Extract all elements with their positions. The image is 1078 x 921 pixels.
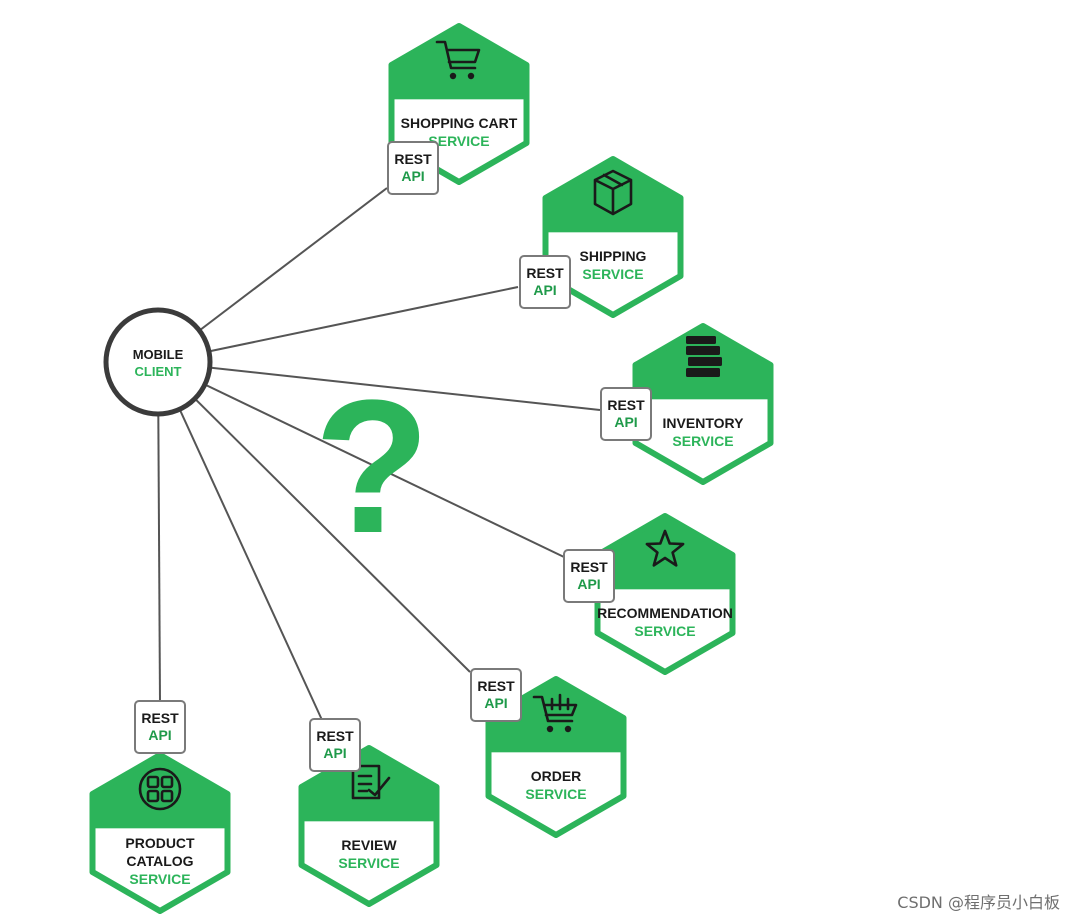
rest-api-badges: RESTAPIRESTAPIRESTAPIRESTAPIRESTAPIRESTA… (134, 141, 652, 772)
service-product-catalog: PRODUCT CATALOG SERVICE (89, 752, 231, 914)
connector-line-product-catalog (157, 361, 161, 704)
badge-box (563, 549, 615, 603)
shopping-cart-icon (435, 40, 481, 80)
catalog-grid-icon (138, 767, 182, 811)
badge-rest-label: REST (607, 397, 645, 413)
badge-box (600, 387, 652, 441)
mobile-client: MOBILE CLIENT (103, 307, 213, 417)
badge-api-label: API (577, 576, 600, 592)
connector-lines (157, 187, 601, 721)
badge-box (309, 718, 361, 772)
watermark: CSDN @程序员小白板 (897, 893, 1060, 912)
service-name: PRODUCT (125, 835, 195, 851)
connector-line-inventory (157, 361, 601, 411)
hexagon-outline (89, 752, 231, 914)
hexagon-outline (388, 23, 530, 185)
service-type-label: SERVICE (129, 871, 190, 887)
connector-line-order (157, 361, 471, 673)
badge-rest-label: REST (570, 559, 608, 575)
badge-api-label: API (401, 168, 424, 184)
service-type-label: SERVICE (338, 855, 399, 871)
service-name: RECOMMENDATION (597, 605, 733, 621)
connector-line-review (157, 361, 323, 721)
service-review: REVIEW SERVICE (298, 745, 440, 907)
badge-rest-label: REST (316, 728, 354, 744)
badge-rest-label: REST (394, 151, 432, 167)
badge-box (470, 668, 522, 722)
service-hexagons: SHOPPING CART SERVICE SHIPPING SERVICE INVEN… (89, 23, 774, 914)
star-icon (645, 529, 685, 567)
hexagon-outline (632, 323, 774, 485)
connector-line-recommendation (157, 361, 565, 558)
cart-with-items-icon (532, 693, 578, 733)
service-type-label: SERVICE (582, 266, 643, 282)
badge-api-label: API (148, 727, 171, 743)
client-label-line2: CLIENT (135, 364, 182, 379)
badge-rest-label: REST (526, 265, 564, 281)
review-document-icon (351, 764, 391, 800)
badge-api-label: API (323, 745, 346, 761)
badge-box (134, 700, 186, 754)
hexagon-outline (298, 745, 440, 907)
badge-box (387, 141, 439, 195)
question-mark-layer: ? (314, 361, 430, 573)
service-type-label: SERVICE (634, 623, 695, 639)
service-name: ORDER (531, 768, 582, 784)
service-type-label: SERVICE (672, 433, 733, 449)
service-name: CATALOG (126, 853, 193, 869)
service-name: SHOPPING CART (401, 115, 518, 131)
badge-api-label: API (614, 414, 637, 430)
badge-api-label: API (533, 282, 556, 298)
service-name: REVIEW (341, 837, 397, 853)
badge-rest-label: REST (141, 710, 179, 726)
connector-line-shipping (157, 286, 519, 363)
service-type-label: SERVICE (525, 786, 586, 802)
package-box-icon (593, 169, 633, 216)
badge-rest-label: REST (477, 678, 515, 694)
mobile-client-circle (103, 307, 213, 417)
service-name: SHIPPING (580, 248, 647, 264)
service-name: INVENTORY (663, 415, 745, 431)
stacked-books-icon (686, 336, 722, 377)
hexagon-outline (542, 156, 684, 318)
service-type-label: SERVICE (428, 133, 489, 149)
badge-api-label: API (484, 695, 507, 711)
badge-box (519, 255, 571, 309)
client-label-line1: MOBILE (133, 347, 184, 362)
question-mark: ? (314, 361, 430, 573)
